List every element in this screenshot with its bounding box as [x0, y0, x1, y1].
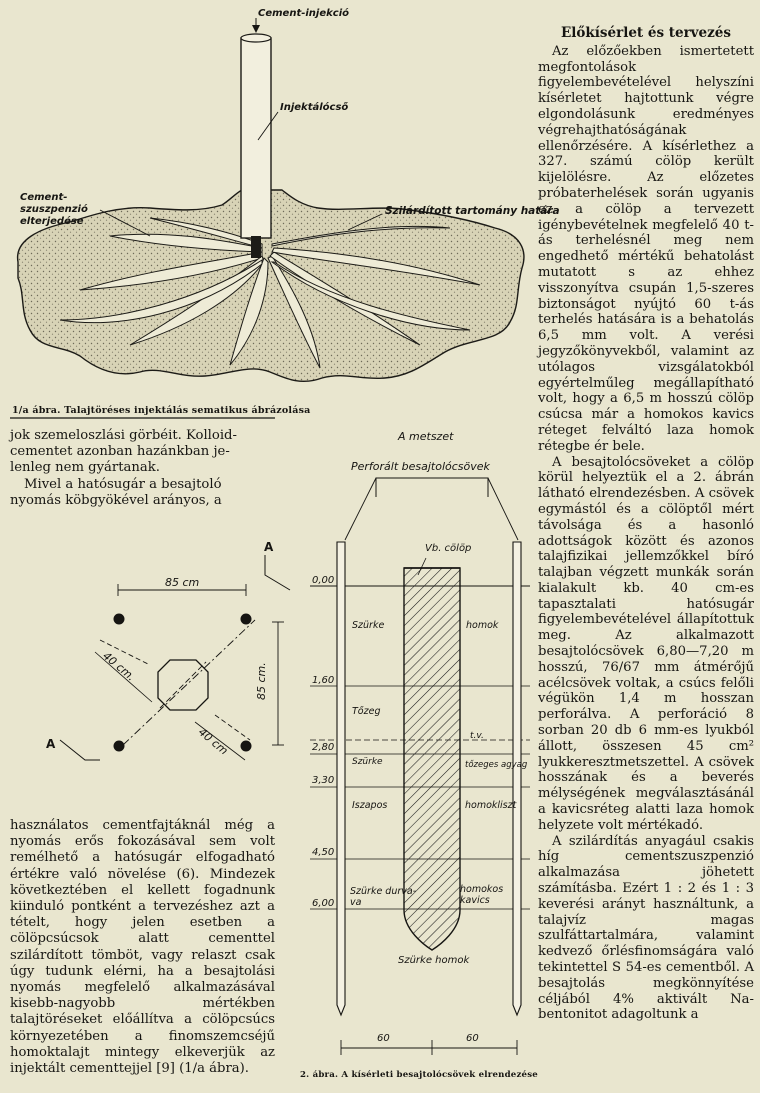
bottom-layer-label: Szürke homok [398, 955, 470, 966]
section-line-a [122, 619, 256, 746]
plan-view-sketch [59, 555, 291, 761]
depth-label: 4,50 [312, 847, 335, 858]
tube-tip [251, 236, 261, 258]
dim-left-label: 60 [377, 1033, 390, 1044]
text-line: nyomás köbgyökével arányos, a [10, 492, 222, 508]
layer-right-label: homok [466, 620, 499, 631]
cement-veins [59, 217, 481, 369]
figure2-title: A metszet [398, 430, 454, 443]
label-injection-tube: Injektálócső [280, 102, 349, 113]
layer-right-label: homokliszt [465, 800, 517, 811]
tube-dot [240, 613, 252, 625]
body-paragraph: A szilárdítás anyagául csakis híg cement… [538, 833, 754, 1023]
tube-leader [257, 111, 279, 141]
figure2-subtitle: Perforált besajtolócsövek [351, 460, 490, 473]
figure1-caption: 1/a ábra. Talajtöréses injektálás semati… [12, 405, 311, 416]
text-line: cementet azonban hazánkban je- [10, 444, 230, 460]
tube-dot [113, 740, 125, 752]
dim-right-label: 60 [466, 1033, 479, 1044]
concrete-pile [403, 567, 461, 951]
injection-tube [240, 37, 272, 239]
layer-right-label: homokos kavics [460, 884, 504, 906]
plan-dim-85-horizontal: 85 cm [165, 576, 200, 589]
layer-left-label: Tőzeg [352, 706, 381, 717]
spread-leader [99, 209, 151, 237]
pile-octagon [157, 659, 209, 711]
label-cement-injection: Cement-injekció [258, 8, 350, 19]
water-table-label: t.v. [470, 731, 484, 741]
text-line: Mivel a hatósugár a besajtoló [24, 476, 222, 492]
body-paragraph: A besajtolócsöveket a cölöp körül helyez… [538, 454, 754, 833]
depth-label: 1,60 [312, 675, 335, 686]
plan-marker-a-bottom: A [46, 737, 56, 751]
tube-dot [113, 613, 125, 625]
text-line: lenleg nem gyártanak. [10, 460, 160, 476]
tube-dot [240, 740, 252, 752]
figure2-caption: 2. ábra. A kísérleti besajtolócsövek elr… [300, 1070, 538, 1080]
left-injection-tube [336, 541, 346, 1017]
depth-label: 0,00 [312, 575, 335, 586]
section-heading: Előkísérlet és tervezés [561, 25, 731, 41]
dim-line-40-a [94, 651, 153, 703]
label-zone-boundary: Szilárdított tartomány határa [385, 205, 560, 217]
layer-left-label: Szürke [352, 620, 385, 631]
body-paragraph: használatos cementfajtáknál még a nyomás… [10, 818, 275, 1077]
layer-left-label: Iszapos [352, 800, 388, 811]
dim-line-40-b [194, 721, 246, 761]
left-text-top: jok szemeloszlási görbéit. Kolloid- ceme… [10, 428, 275, 509]
depth-label: 3,30 [312, 775, 335, 786]
layer-right-label: tőzeges agyag [465, 760, 528, 770]
boundary-leader [347, 213, 383, 231]
tube-top [240, 33, 272, 43]
plan-dim-85-vertical: 85 cm. [255, 662, 268, 700]
label-suspension-spread: Cement-szuszpenzió elterjedése [20, 192, 88, 227]
layer-left-label: Szürke [352, 757, 383, 767]
text-line: jok szemeloszlási görbéit. Kolloid- [10, 428, 237, 443]
left-text-bottom: használatos cementfajtáknál még a nyomás… [10, 818, 275, 1077]
right-injection-tube [512, 541, 522, 1017]
layer-left-label: Szürke durva- va [350, 886, 417, 908]
depth-label: 2,80 [312, 742, 335, 753]
figure-1a-injection-schematic [10, 18, 525, 419]
right-column: Előkísérlet és tervezés Az előzőekben is… [538, 25, 754, 1023]
plan-marker-a-top: A [264, 540, 274, 554]
pile-label: Vb. cölöp [425, 543, 472, 554]
depth-label: 6,00 [312, 898, 335, 909]
figure-2-section [310, 477, 530, 1055]
body-paragraph: Az előzőekben ismertetett megfontolások … [538, 43, 754, 454]
